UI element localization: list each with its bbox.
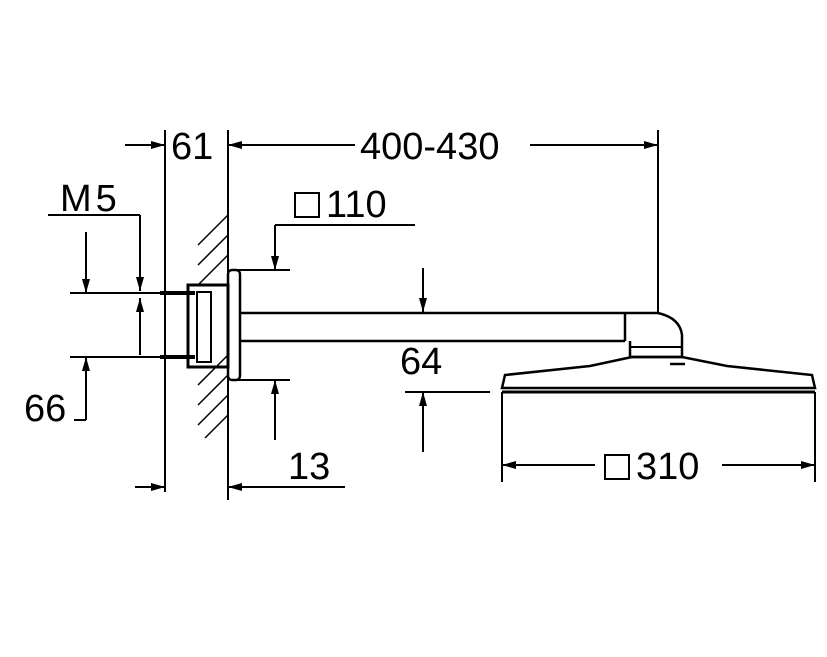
- dim-wall-depth: 61: [171, 126, 214, 168]
- square-icon: [294, 192, 320, 218]
- elbow: [623, 311, 684, 359]
- wall-plate: [226, 268, 242, 382]
- dim-bracket-spacing: 66: [24, 388, 67, 430]
- dim-head-height: 64: [400, 341, 443, 383]
- shower-head: [500, 355, 817, 390]
- dim-plate-size-group: 110: [294, 186, 387, 224]
- dim-head-size: 310: [636, 446, 700, 488]
- square-icon: [604, 454, 630, 480]
- dim-plate-size: 110: [326, 184, 387, 226]
- wall-hatch: [197, 214, 229, 439]
- dim-head-size-group: 310: [604, 448, 699, 486]
- dim-thread: M5: [60, 178, 121, 220]
- dim-plate-thickness: 13: [288, 446, 331, 488]
- dim-arm-length: 400-430: [360, 126, 500, 168]
